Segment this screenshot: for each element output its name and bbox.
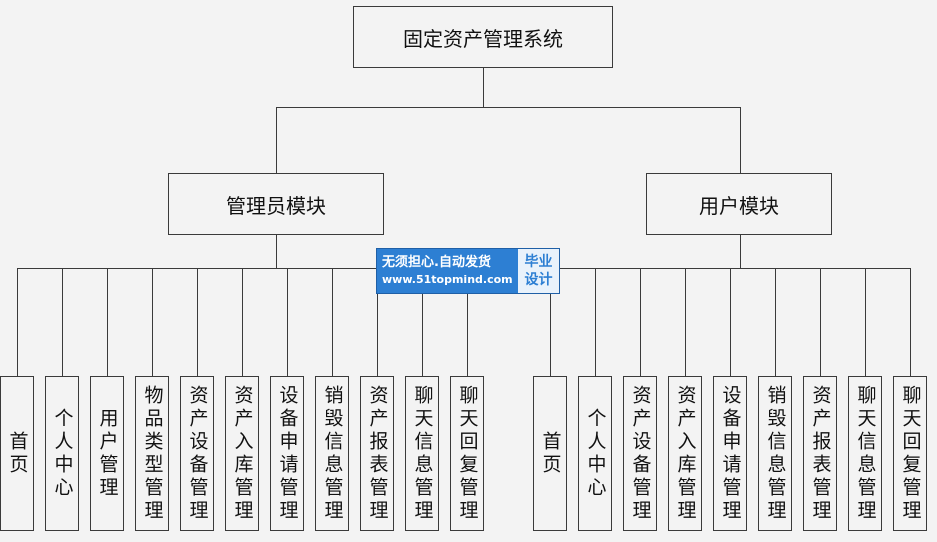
user-leaf-label: 销毁信息管理 — [764, 384, 787, 523]
admin-leaf-label: 资产报表管理 — [366, 384, 389, 523]
user-leaf-label: 聊天信息管理 — [854, 384, 877, 523]
connector-line — [332, 268, 333, 376]
admin-leaf-label: 聊天信息管理 — [411, 384, 434, 523]
admin-module-label: 管理员模块 — [226, 193, 326, 218]
user-leaf-node: 首页 — [533, 376, 567, 531]
connector-line — [197, 268, 198, 376]
connector-line — [467, 268, 468, 376]
user-leaf-node: 资产报表管理 — [803, 376, 837, 531]
connector-line — [595, 268, 596, 376]
user-leaf-label: 资产入库管理 — [674, 384, 697, 523]
watermark-text-block: 无须担心.自动发货 www.51topmind.com — [377, 249, 518, 293]
connector-line — [820, 268, 821, 376]
user-leaf-node: 个人中心 — [578, 376, 612, 531]
connector-line — [910, 268, 911, 376]
connector-line — [17, 268, 18, 376]
user-leaf-label: 资产设备管理 — [629, 384, 652, 523]
admin-leaf-node: 资产报表管理 — [360, 376, 394, 531]
watermark-badge: 无须担心.自动发货 www.51topmind.com 毕业 设计 — [376, 248, 560, 294]
connector-line — [483, 68, 484, 107]
connector-line — [730, 268, 731, 376]
admin-leaf-node: 销毁信息管理 — [315, 376, 349, 531]
root-node: 固定资产管理系统 — [353, 6, 613, 68]
connector-line — [740, 235, 741, 268]
admin-leaf-label: 资产设备管理 — [186, 384, 209, 523]
connector-line — [152, 268, 153, 376]
user-leaf-node: 聊天信息管理 — [848, 376, 882, 531]
admin-leaf-label: 资产入库管理 — [231, 384, 254, 523]
watermark-label-line1: 毕业 — [524, 254, 553, 270]
connector-line — [276, 235, 277, 268]
admin-leaf-label: 设备申请管理 — [276, 384, 299, 523]
admin-leaf-label: 聊天回复管理 — [456, 384, 479, 523]
admin-leaf-label: 首页 — [6, 430, 29, 477]
user-leaf-label: 资产报表管理 — [809, 384, 832, 523]
connector-line — [685, 268, 686, 376]
admin-module-node: 管理员模块 — [168, 173, 384, 235]
connector-line — [422, 268, 423, 376]
watermark-label-block: 毕业 设计 — [518, 249, 559, 293]
user-leaf-label: 聊天回复管理 — [899, 384, 922, 523]
user-leaf-label: 首页 — [539, 430, 562, 477]
admin-leaf-label: 个人中心 — [51, 407, 74, 500]
user-module-node: 用户模块 — [646, 173, 832, 235]
watermark-url: www.51topmind.com — [382, 273, 513, 286]
watermark-slogan: 无须担心.自动发货 — [382, 255, 491, 270]
connector-line — [107, 268, 108, 376]
connector-line — [287, 268, 288, 376]
admin-leaf-node: 设备申请管理 — [270, 376, 304, 531]
connector-line — [740, 107, 741, 173]
root-node-label: 固定资产管理系统 — [403, 26, 563, 51]
admin-leaf-node: 资产设备管理 — [180, 376, 214, 531]
admin-leaf-node: 物品类型管理 — [135, 376, 169, 531]
admin-leaf-label: 用户管理 — [96, 407, 119, 500]
connector-line — [242, 268, 243, 376]
user-leaf-node: 资产入库管理 — [668, 376, 702, 531]
admin-leaf-node: 资产入库管理 — [225, 376, 259, 531]
admin-leaf-node: 首页 — [0, 376, 34, 531]
admin-leaf-node: 聊天信息管理 — [405, 376, 439, 531]
admin-leaf-label: 物品类型管理 — [141, 384, 164, 523]
connector-line — [550, 268, 551, 376]
user-leaf-node: 资产设备管理 — [623, 376, 657, 531]
connector-line — [640, 268, 641, 376]
connector-line — [276, 107, 277, 173]
user-leaf-node: 销毁信息管理 — [758, 376, 792, 531]
user-leaf-label: 设备申请管理 — [719, 384, 742, 523]
admin-leaf-node: 用户管理 — [90, 376, 124, 531]
connector-line — [62, 268, 63, 376]
connector-line — [377, 268, 378, 376]
connector-line — [865, 268, 866, 376]
admin-leaf-node: 聊天回复管理 — [450, 376, 484, 531]
admin-leaf-node: 个人中心 — [45, 376, 79, 531]
connector-line — [775, 268, 776, 376]
watermark-label-line2: 设计 — [524, 272, 553, 288]
admin-leaf-label: 销毁信息管理 — [321, 384, 344, 523]
user-module-label: 用户模块 — [699, 193, 779, 218]
user-leaf-node: 聊天回复管理 — [893, 376, 927, 531]
user-leaf-node: 设备申请管理 — [713, 376, 747, 531]
connector-line — [276, 107, 741, 108]
user-leaf-label: 个人中心 — [584, 407, 607, 500]
